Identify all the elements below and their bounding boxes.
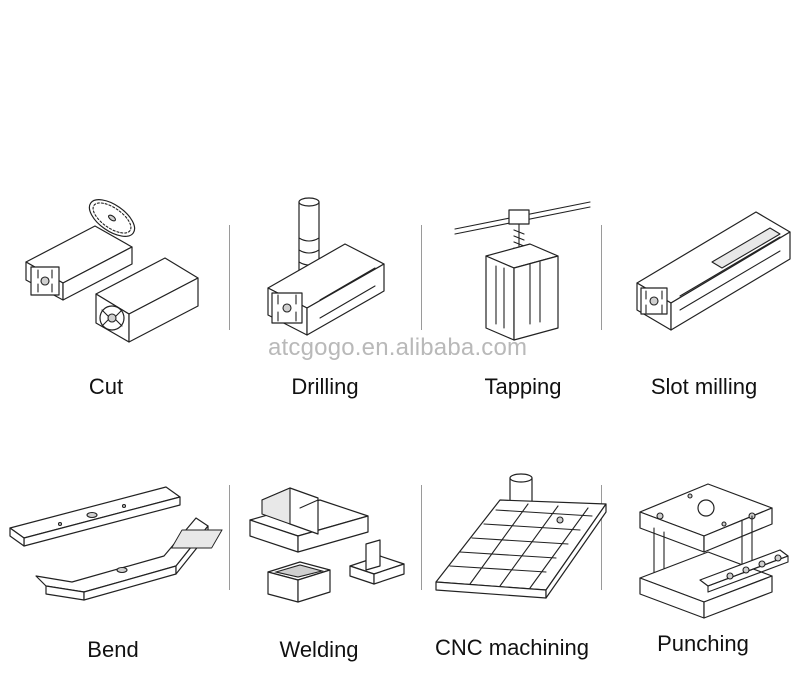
punch-press-icon [639, 483, 789, 619]
drill-icon [267, 197, 385, 336]
divider [601, 225, 602, 330]
bend-icon [9, 486, 209, 601]
slot-milling-icon [636, 211, 791, 331]
tap-icon [454, 201, 591, 341]
process-label: Drilling [291, 374, 359, 399]
process-label: CNC machining [434, 635, 590, 660]
process-label: Cut [88, 374, 124, 399]
divider [229, 225, 230, 330]
cnc-machine-icon [170, 473, 607, 599]
divider [601, 485, 602, 590]
process-label: Bend [87, 637, 139, 662]
divider [421, 225, 422, 330]
watermark: atcgogo.en.alibaba.com [268, 334, 528, 361]
process-label: Punching [657, 631, 749, 656]
process-label: Welding [279, 637, 359, 662]
welding-icon [249, 487, 405, 603]
process-label: Slot milling [650, 374, 758, 399]
divider [229, 485, 230, 590]
divider [421, 485, 422, 590]
saw-cut-icon [25, 199, 199, 343]
process-label: Tapping [484, 374, 562, 399]
